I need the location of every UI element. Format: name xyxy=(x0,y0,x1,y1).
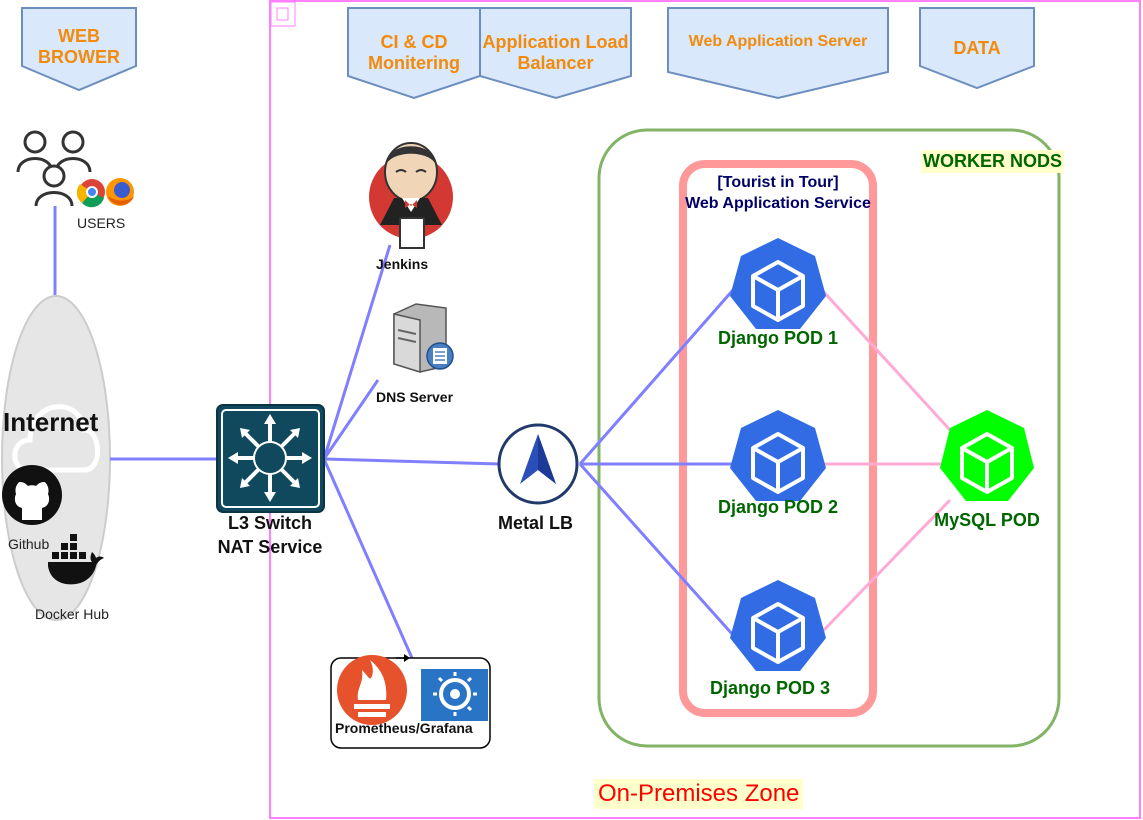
web-application-service-container xyxy=(679,160,877,717)
l3-switch-label: L3 Switch xyxy=(227,513,312,533)
service-title-line-2: Web Application Service xyxy=(685,195,871,212)
prometheus-grafana-label: Prometheus/Grafana xyxy=(335,720,473,736)
zone-corner-icon xyxy=(276,7,289,21)
jenkins-icon xyxy=(369,142,453,249)
link-switch-metallb xyxy=(323,457,500,466)
alb-banner-label: Application Load Balancer xyxy=(482,32,629,73)
users-label: USERS xyxy=(77,215,126,231)
cloud-icon xyxy=(12,404,100,473)
mysql-pod-label: MySQL POD xyxy=(934,510,1040,530)
link-metallb-pod1 xyxy=(578,289,735,465)
service-title-line-1: [Tourist in Tour] xyxy=(717,174,839,191)
web-browser-banner-label: WEB BROWER xyxy=(38,26,120,67)
django-pod-1-label: Django POD 1 xyxy=(717,328,838,348)
dns-server-label: DNS Server xyxy=(376,389,454,405)
application-load-balancer-banner xyxy=(479,7,632,100)
worker-nodes-label: WORKER NODS xyxy=(921,150,1064,173)
web-application-server-banner xyxy=(667,7,889,100)
ci-cd-banner-label: CI & CD Monitering xyxy=(368,32,460,73)
link-switch-monitoring xyxy=(322,458,414,659)
users-icon xyxy=(16,130,92,207)
django-pod-3-label: Django POD 3 xyxy=(709,678,830,698)
django-pod-3-icon xyxy=(730,580,826,671)
data-banner-label: DATA xyxy=(953,38,1001,58)
link-metallb-pod3 xyxy=(578,462,735,637)
prometheus-icon xyxy=(337,655,407,725)
zone-corner-marker xyxy=(270,1,296,27)
link-switch-dns xyxy=(322,379,380,460)
link-pod1-mysql xyxy=(820,288,952,432)
jenkins-label: Jenkins xyxy=(376,256,429,272)
dns-server-icon xyxy=(393,303,454,374)
internet-label: Internet xyxy=(3,407,99,437)
link-switch-jenkins xyxy=(322,244,392,460)
grafana-icon xyxy=(421,669,488,721)
l3-switch-icon xyxy=(216,404,325,513)
worker-nodes-container xyxy=(597,128,1061,748)
github-label: Github xyxy=(8,536,50,552)
django-pod-1-icon xyxy=(730,238,826,329)
docker-hub-label: Docker Hub xyxy=(35,606,109,622)
link-pod3-mysql xyxy=(820,498,952,634)
network-links xyxy=(53,205,735,659)
web-browser-banner xyxy=(21,7,137,92)
ci-cd-banner xyxy=(347,7,481,100)
firefox-icon xyxy=(106,178,134,206)
chrome-icon xyxy=(76,179,105,208)
github-icon xyxy=(2,465,62,525)
metal-lb-icon xyxy=(497,423,579,505)
metal-lb-label: Metal LB xyxy=(498,513,574,533)
data-banner xyxy=(919,7,1035,90)
database-links xyxy=(820,288,952,634)
docker-hub-icon xyxy=(48,534,104,585)
django-pod-2-icon xyxy=(730,410,826,501)
on-premises-zone-label: On-Premises Zone xyxy=(594,779,804,809)
django-pod-2-label: Django POD 2 xyxy=(717,497,838,517)
web-app-server-banner-label: Web Application Server xyxy=(688,33,868,50)
mysql-pod-icon xyxy=(940,410,1034,501)
nat-service-label: NAT Service xyxy=(217,537,323,557)
